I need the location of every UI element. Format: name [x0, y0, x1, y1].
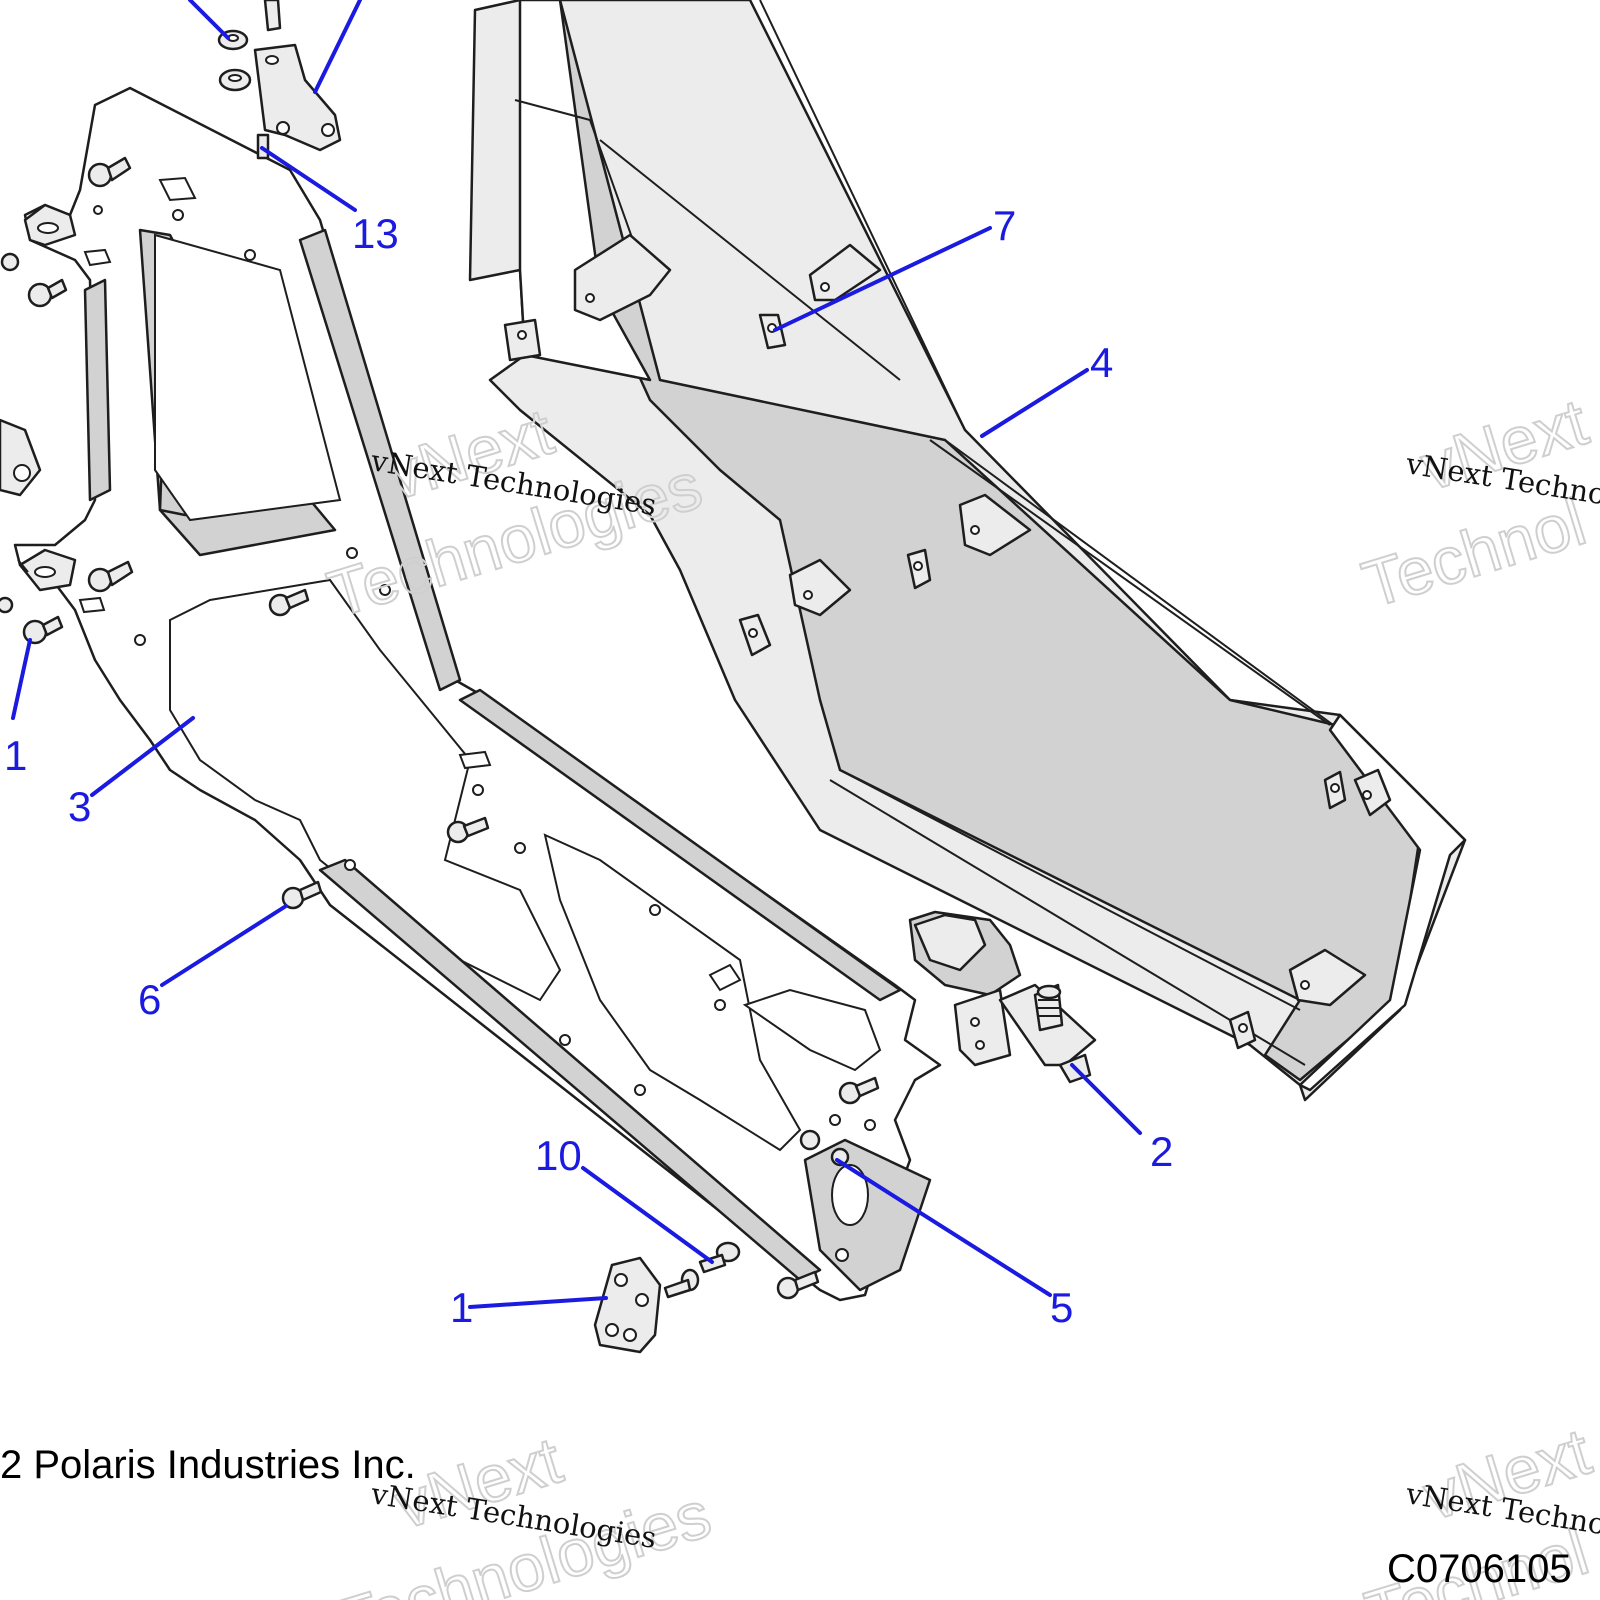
door-frame-part-3 — [13, 86, 942, 1302]
left-hardware — [0, 203, 77, 645]
callout-3: 3 — [68, 783, 91, 830]
leader-13 — [260, 146, 357, 212]
svg-text:Technol: Technol — [1354, 484, 1593, 621]
callout-4: 4 — [1090, 339, 1113, 386]
leader-2 — [1070, 1063, 1142, 1135]
callout-2: 2 — [1150, 1128, 1173, 1175]
latch-part-2 — [908, 910, 1097, 1084]
frame-bolt — [87, 156, 880, 1167]
callout-5: 5 — [1050, 1284, 1073, 1331]
figure-code: C0706105 — [1387, 1547, 1572, 1591]
leader-4 — [980, 368, 1089, 438]
leader-1b — [468, 1296, 608, 1309]
leader-1a — [11, 638, 32, 720]
callout-6: 6 — [138, 976, 161, 1023]
striker-plate-part-1 — [593, 1256, 662, 1354]
callouts: 13 7 4 1 3 6 2 10 1 5 — [4, 202, 1173, 1331]
door-panel-part-4 — [468, 0, 1467, 1102]
leader-3 — [90, 716, 195, 797]
leader-top-left — [188, 0, 230, 40]
copyright-text: 2 Polaris Industries Inc. — [0, 1443, 416, 1487]
watermark-bottom: vNext Technologies — [328, 1422, 720, 1600]
callout-1-upper: 1 — [4, 732, 27, 779]
leader-5 — [835, 1158, 1052, 1297]
callout-7: 7 — [993, 202, 1016, 249]
callout-13: 13 — [352, 210, 399, 257]
leader-6 — [160, 904, 288, 987]
callout-1-lower: 1 — [450, 1284, 473, 1331]
hinge-assembly — [217, 0, 342, 160]
leader-top-hinge — [313, 0, 362, 94]
screws-bottom — [281, 880, 820, 1300]
leader-lines — [11, 0, 1142, 1309]
leader-10 — [581, 1166, 714, 1264]
callout-10: 10 — [535, 1132, 582, 1179]
leader-7 — [773, 226, 992, 332]
